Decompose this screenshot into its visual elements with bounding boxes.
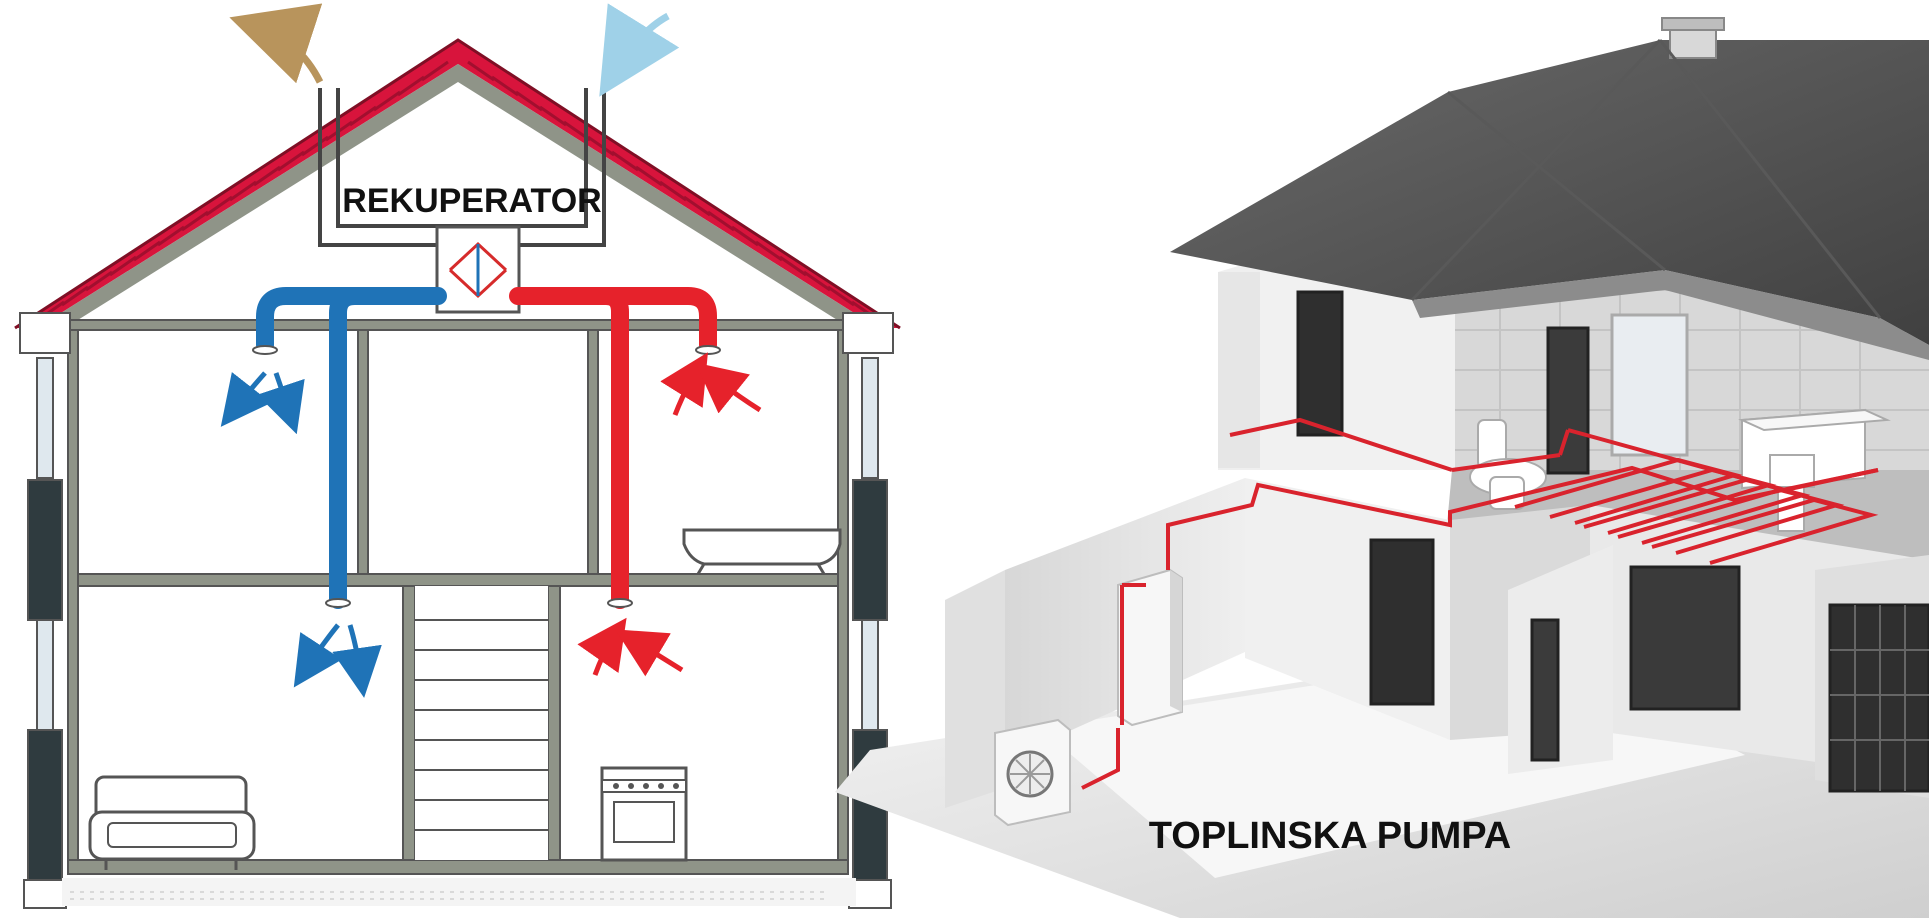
roof-outline xyxy=(14,38,901,330)
rekuperator-label: REKUPERATOR xyxy=(342,182,601,220)
house-frame xyxy=(67,319,849,875)
sofa xyxy=(88,775,256,870)
heating-pipes xyxy=(1081,417,1879,790)
outdoor-unit xyxy=(994,718,1071,827)
heat-pump-equipment xyxy=(994,568,1183,827)
airflow-arrows xyxy=(220,3,762,698)
windows-doors xyxy=(1296,290,1929,793)
roof-3d xyxy=(1170,17,1929,360)
furniture xyxy=(88,528,842,870)
bathroom-fixtures xyxy=(1469,408,1891,532)
heat-pump-house-cutaway: TOPLINSKA PUMPA xyxy=(835,17,1929,918)
bathtub xyxy=(682,528,842,575)
toplinska-pumpa-label: TOPLINSKA PUMPA xyxy=(1149,815,1511,857)
ventilation-ducts xyxy=(252,88,721,609)
toilet xyxy=(1469,419,1547,510)
ground-hatch xyxy=(62,878,856,906)
indoor-unit xyxy=(1117,568,1183,727)
stairs xyxy=(415,586,548,860)
stove xyxy=(600,766,688,862)
recuperator-house-cross-section: REKUPERATOR xyxy=(14,3,901,909)
